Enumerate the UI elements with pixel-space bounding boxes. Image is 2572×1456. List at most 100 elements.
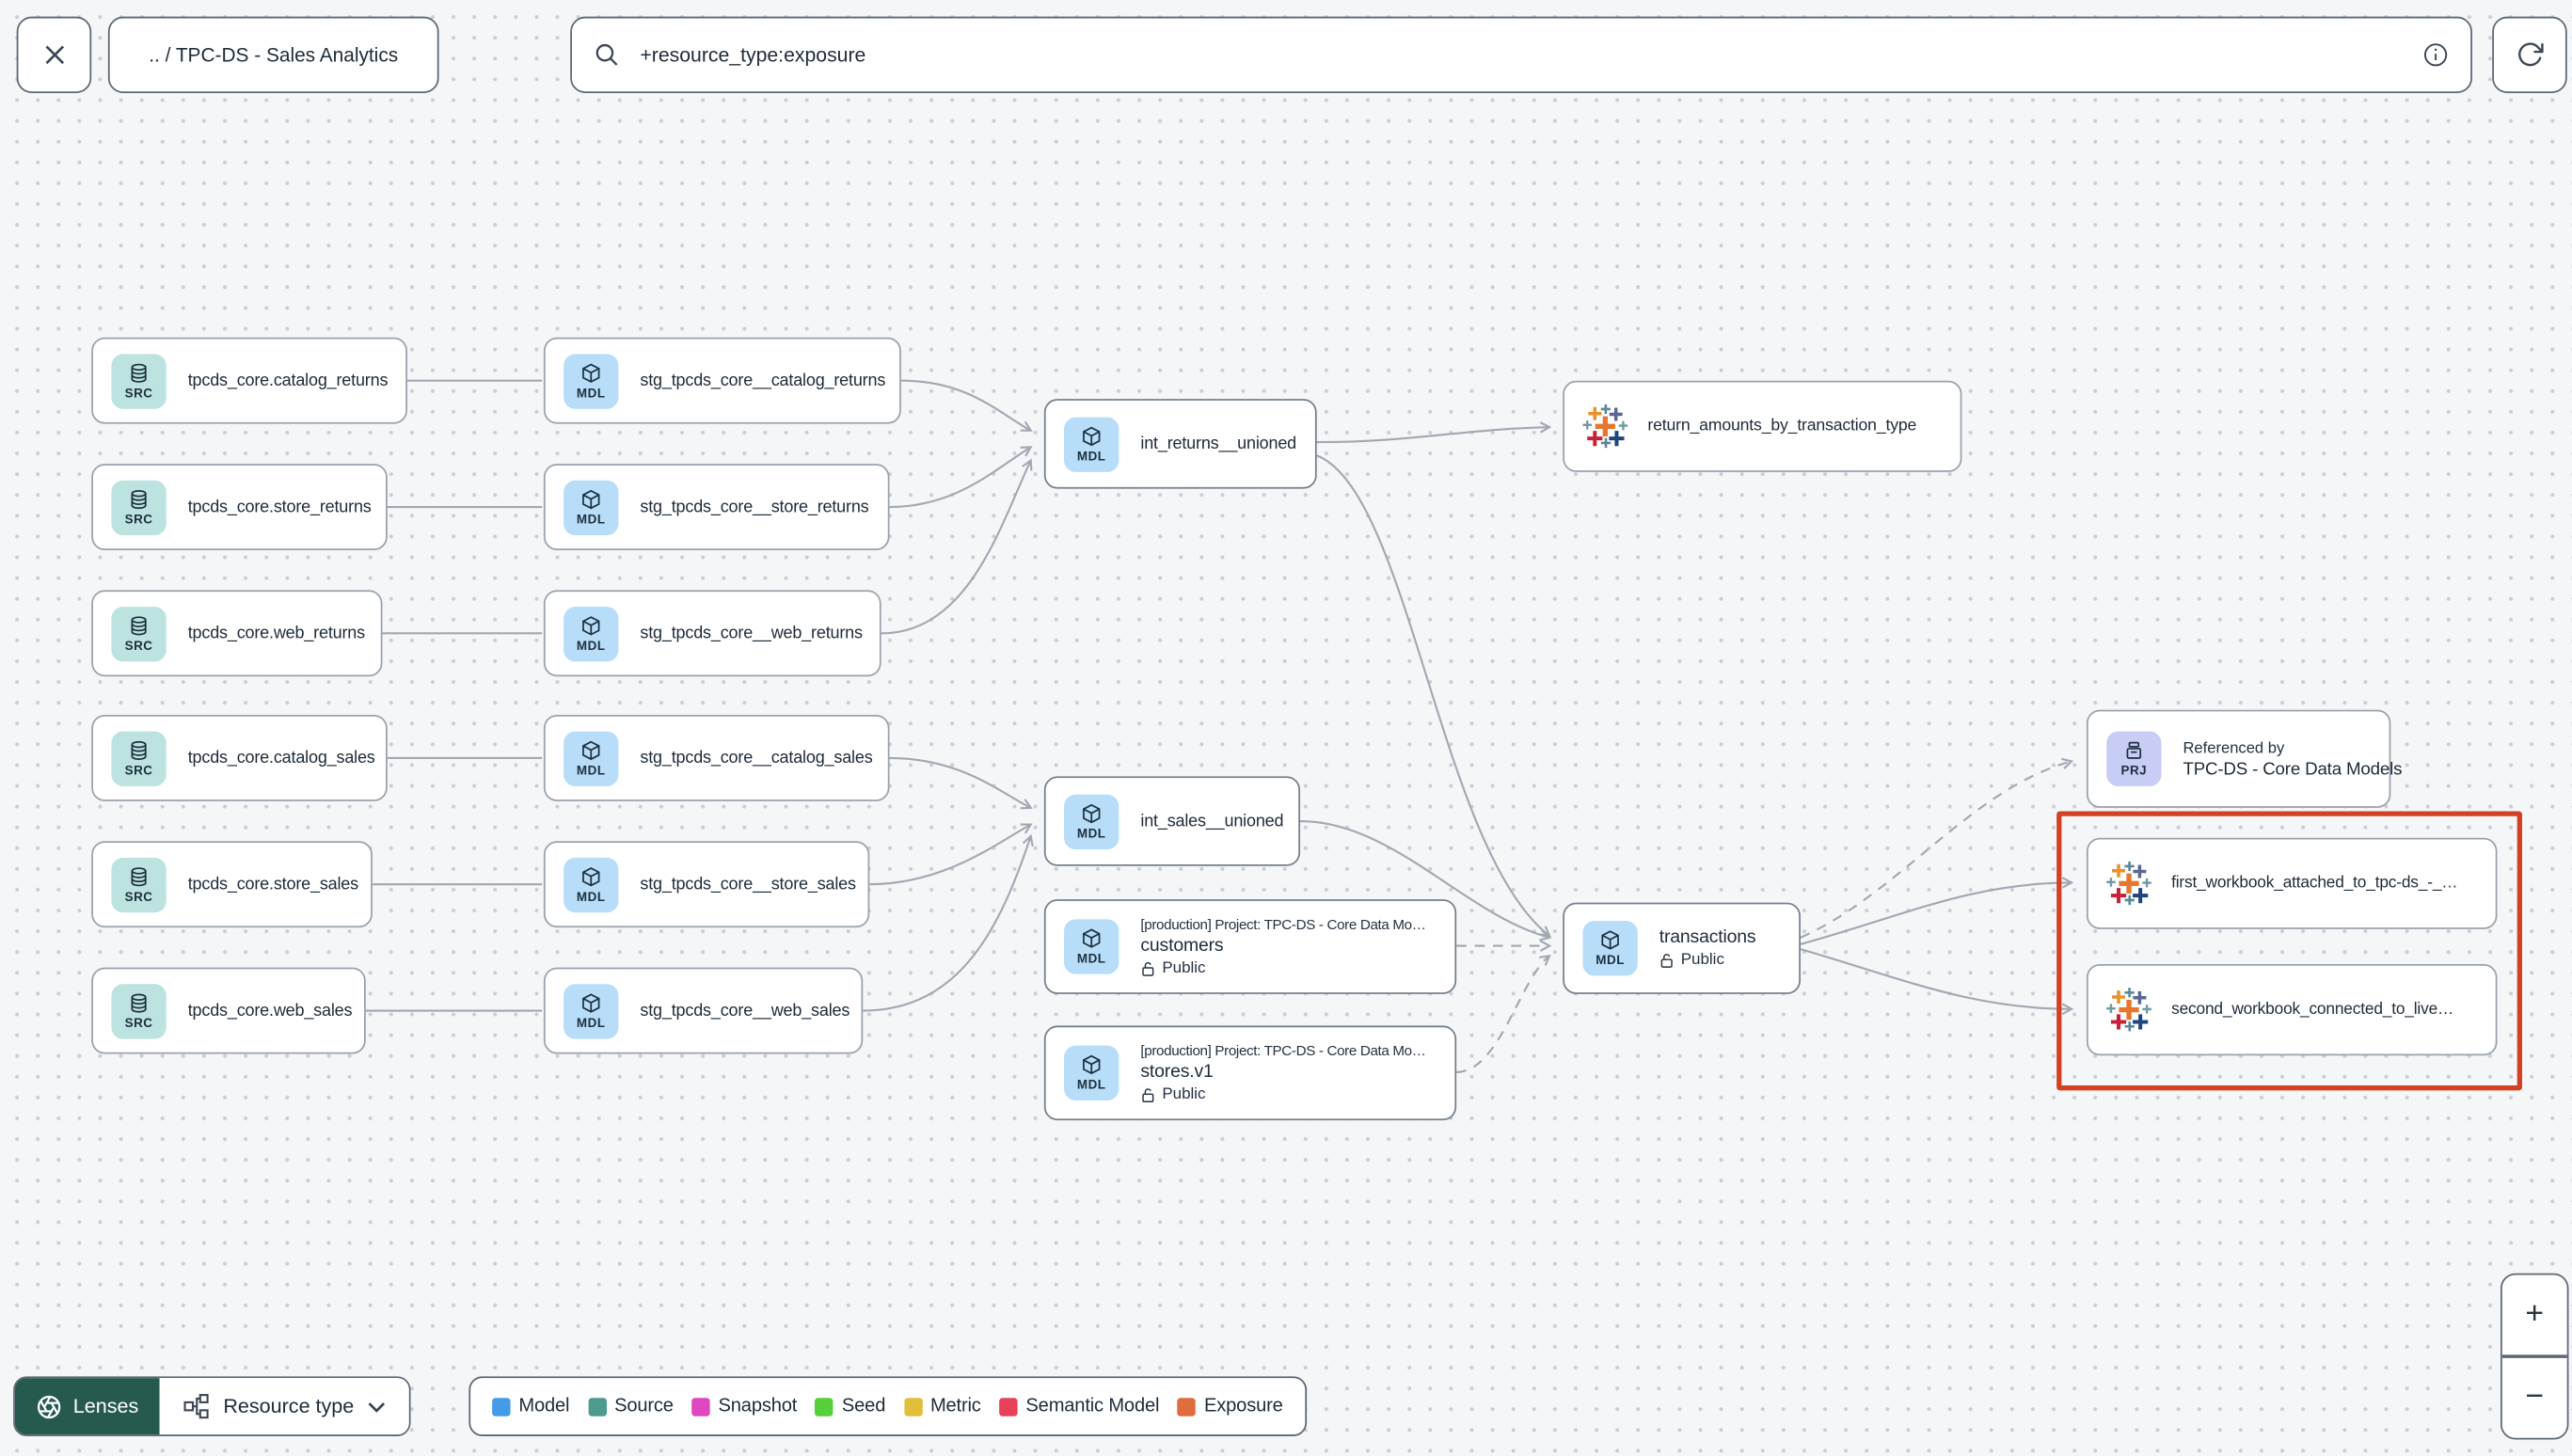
node-exposure-first-workbook[interactable]: first_workbook_attached_to_tpc-ds_-_…: [2086, 837, 2498, 929]
resource-type-dropdown[interactable]: Resource type: [160, 1378, 409, 1435]
node-label: stg_tpcds_core__web_returns: [640, 624, 863, 643]
seed-swatch: [815, 1397, 834, 1416]
node-customers[interactable]: MDL [production] Project: TPC-DS - Core …: [1043, 899, 1457, 994]
node-label: stg_tpcds_core__catalog_returns: [640, 371, 886, 390]
lenses-control-group: Lenses Resource type: [13, 1376, 411, 1436]
node-exposure-second-workbook[interactable]: second_workbook_connected_to_live…: [2086, 964, 2498, 1056]
database-icon: [131, 615, 147, 635]
database-icon: [131, 362, 147, 382]
model-badge: MDL: [1064, 416, 1119, 472]
unlock-icon: [1142, 1087, 1154, 1102]
model-badge: MDL: [1582, 921, 1638, 976]
breadcrumb[interactable]: .. / TPC-DS - Sales Analytics: [107, 16, 439, 93]
cube-icon: [582, 362, 600, 383]
zoom-divider: [2501, 1354, 2567, 1358]
node-src-store-returns[interactable]: SRC tpcds_core.store_returns: [91, 464, 388, 550]
access-row: Public: [1659, 951, 1756, 969]
node-stg-store-returns[interactable]: MDL stg_tpcds_core__store_returns: [543, 464, 890, 550]
node-stg-catalog-sales[interactable]: MDL stg_tpcds_core__catalog_sales: [543, 714, 890, 801]
legend-item-model: Model: [492, 1397, 570, 1416]
node-stores-v1[interactable]: MDL [production] Project: TPC-DS - Core …: [1043, 1025, 1457, 1121]
node-label: tpcds_core.web_returns: [187, 624, 365, 643]
database-icon: [131, 489, 147, 509]
model-swatch: [492, 1397, 511, 1416]
lenses-button[interactable]: Lenses: [14, 1378, 161, 1435]
close-button[interactable]: [16, 16, 92, 93]
node-project: [production] Project: TPC-DS - Core Data…: [1140, 1042, 1426, 1059]
node-label: transactions: [1659, 927, 1756, 948]
node-src-web-sales[interactable]: SRC tpcds_core.web_sales: [91, 967, 366, 1054]
model-badge: MDL: [564, 857, 619, 912]
source-badge: SRC: [111, 353, 167, 408]
zoom-in-button[interactable]: +: [2525, 1296, 2545, 1332]
node-src-store-sales[interactable]: SRC tpcds_core.store_sales: [91, 841, 373, 928]
tableau-icon: [2106, 988, 2151, 1032]
legend-item-semantic-model: Semantic Model: [999, 1397, 1159, 1416]
node-transactions[interactable]: MDL transactions Public: [1563, 902, 1801, 994]
unlock-icon: [1142, 961, 1154, 975]
resource-type-legend: Model Source Snapshot Seed Metric Semant…: [468, 1376, 1307, 1436]
node-src-web-returns[interactable]: SRC tpcds_core.web_returns: [91, 590, 383, 677]
search-input[interactable]: [636, 41, 2406, 69]
node-stg-store-sales[interactable]: MDL stg_tpcds_core__store_sales: [543, 841, 870, 928]
node-label: tpcds_core.catalog_returns: [187, 371, 389, 390]
model-badge: MDL: [564, 730, 619, 786]
node-src-catalog-returns[interactable]: SRC tpcds_core.catalog_returns: [91, 337, 407, 424]
info-icon[interactable]: [2422, 41, 2449, 68]
model-badge: MDL: [564, 479, 619, 535]
node-label: tpcds_core.catalog_sales: [187, 749, 375, 768]
cube-icon: [1083, 928, 1101, 948]
node-stg-web-returns[interactable]: MDL stg_tpcds_core__web_returns: [543, 590, 881, 677]
lenses-label: Lenses: [72, 1394, 139, 1418]
model-badge: MDL: [1064, 793, 1119, 849]
source-badge: SRC: [111, 730, 167, 786]
node-project: [production] Project: TPC-DS - Core Data…: [1140, 915, 1426, 933]
model-badge: MDL: [1064, 1045, 1119, 1100]
cube-icon: [582, 992, 600, 1012]
node-stg-web-sales[interactable]: MDL stg_tpcds_core__web_sales: [543, 967, 864, 1054]
database-icon: [131, 740, 147, 760]
semantic-model-swatch: [999, 1397, 1018, 1416]
node-referenced-by-project[interactable]: PRJ Referenced by TPC-DS - Core Data Mod…: [2086, 709, 2403, 808]
cube-icon: [582, 739, 600, 760]
source-badge: SRC: [111, 983, 167, 1038]
cube-icon: [582, 866, 600, 886]
database-icon: [131, 992, 147, 1012]
node-label: stg_tpcds_core__web_sales: [640, 1001, 850, 1021]
zoom-out-button[interactable]: −: [2525, 1379, 2545, 1415]
node-label: customers: [1140, 935, 1224, 957]
search-bar[interactable]: [570, 16, 2472, 93]
metric-swatch: [903, 1397, 923, 1416]
node-exposure-return-amounts[interactable]: return_amounts_by_transaction_type: [1563, 380, 1962, 472]
cube-icon: [582, 615, 600, 635]
database-icon: [131, 866, 147, 886]
node-label: TPC-DS - Core Data Models: [2183, 759, 2403, 780]
hierarchy-icon: [184, 1394, 210, 1419]
legend-item-metric: Metric: [903, 1397, 981, 1416]
legend-item-exposure: Exposure: [1177, 1397, 1283, 1416]
legend-item-source: Source: [587, 1397, 674, 1416]
legend-item-seed: Seed: [815, 1397, 885, 1416]
model-badge: MDL: [564, 606, 619, 661]
model-badge: MDL: [1064, 919, 1119, 974]
node-src-catalog-sales[interactable]: SRC tpcds_core.catalog_sales: [91, 714, 388, 801]
chevron-down-icon: [368, 1401, 385, 1412]
node-label: tpcds_core.store_sales: [187, 875, 358, 894]
tableau-icon: [1582, 404, 1628, 449]
exposure-swatch: [1177, 1397, 1197, 1416]
node-label: return_amounts_by_transaction_type: [1647, 417, 1917, 436]
node-int-returns-unioned[interactable]: MDL int_returns__unioned: [1043, 399, 1317, 489]
node-int-sales-unioned[interactable]: MDL int_sales__unioned: [1043, 776, 1301, 866]
node-stg-catalog-returns[interactable]: MDL stg_tpcds_core__catalog_returns: [543, 337, 901, 424]
source-swatch: [587, 1397, 607, 1416]
close-icon: [44, 45, 64, 65]
model-badge: MDL: [564, 353, 619, 408]
tableau-icon: [2106, 861, 2151, 906]
search-icon: [595, 43, 618, 66]
referenced-by-title: Referenced by: [2183, 737, 2285, 757]
refresh-button[interactable]: [2492, 16, 2567, 93]
node-label: stg_tpcds_core__store_returns: [640, 498, 869, 516]
access-row: Public: [1140, 959, 1425, 977]
access-row: Public: [1140, 1085, 1425, 1103]
